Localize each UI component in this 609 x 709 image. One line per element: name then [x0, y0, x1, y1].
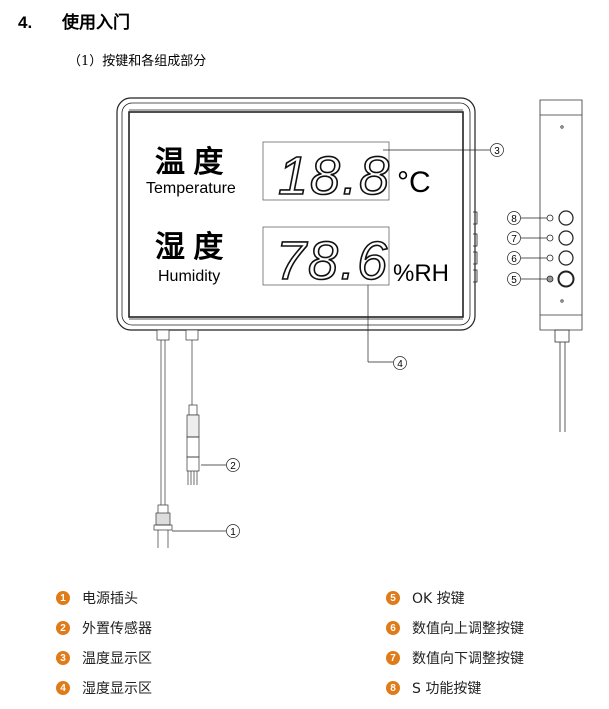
number-badge: 8	[386, 681, 400, 695]
number-badge: 5	[386, 591, 400, 605]
display-panel	[116, 97, 478, 331]
number-badge: 6	[386, 621, 400, 635]
humidity-unit: %RH	[393, 260, 449, 287]
temp-label-en: Temperature	[146, 180, 236, 197]
external-sensor	[186, 340, 200, 485]
up-button[interactable]	[558, 250, 574, 266]
ok-button[interactable]	[557, 270, 575, 288]
temp-unit: °C	[397, 166, 431, 199]
section-heading: 4. 使用入门	[18, 8, 130, 33]
cable-glands	[156, 329, 199, 341]
subsection-heading: （1）按键和各组成部分	[68, 54, 207, 69]
humidity-label-cn: 湿 度	[155, 231, 223, 264]
humidity-label-en: Humidity	[158, 268, 220, 285]
side-view	[539, 99, 583, 432]
svg-text:7: 7	[511, 234, 517, 245]
humidity-value: 78.6	[276, 231, 389, 291]
number-badge: 1	[56, 591, 70, 605]
number-badge: 7	[386, 651, 400, 665]
number-badge: 3	[56, 651, 70, 665]
temp-label-cn: 温 度	[155, 146, 223, 179]
down-button[interactable]	[558, 230, 574, 246]
power-plug	[153, 340, 173, 548]
svg-text:2: 2	[230, 461, 236, 472]
section-number: 4.	[18, 13, 33, 32]
svg-text:6: 6	[511, 254, 517, 265]
svg-text:8: 8	[511, 214, 517, 225]
s-function-button[interactable]	[558, 210, 574, 226]
svg-text:4: 4	[397, 359, 403, 370]
side-buttons	[546, 210, 575, 288]
svg-text:3: 3	[494, 146, 500, 157]
svg-text:5: 5	[511, 275, 517, 286]
number-badge: 2	[56, 621, 70, 635]
number-badge: 4	[56, 681, 70, 695]
temp-value: 18.8	[278, 146, 391, 206]
svg-text:1: 1	[230, 527, 236, 538]
section-title: 使用入门	[62, 13, 130, 33]
